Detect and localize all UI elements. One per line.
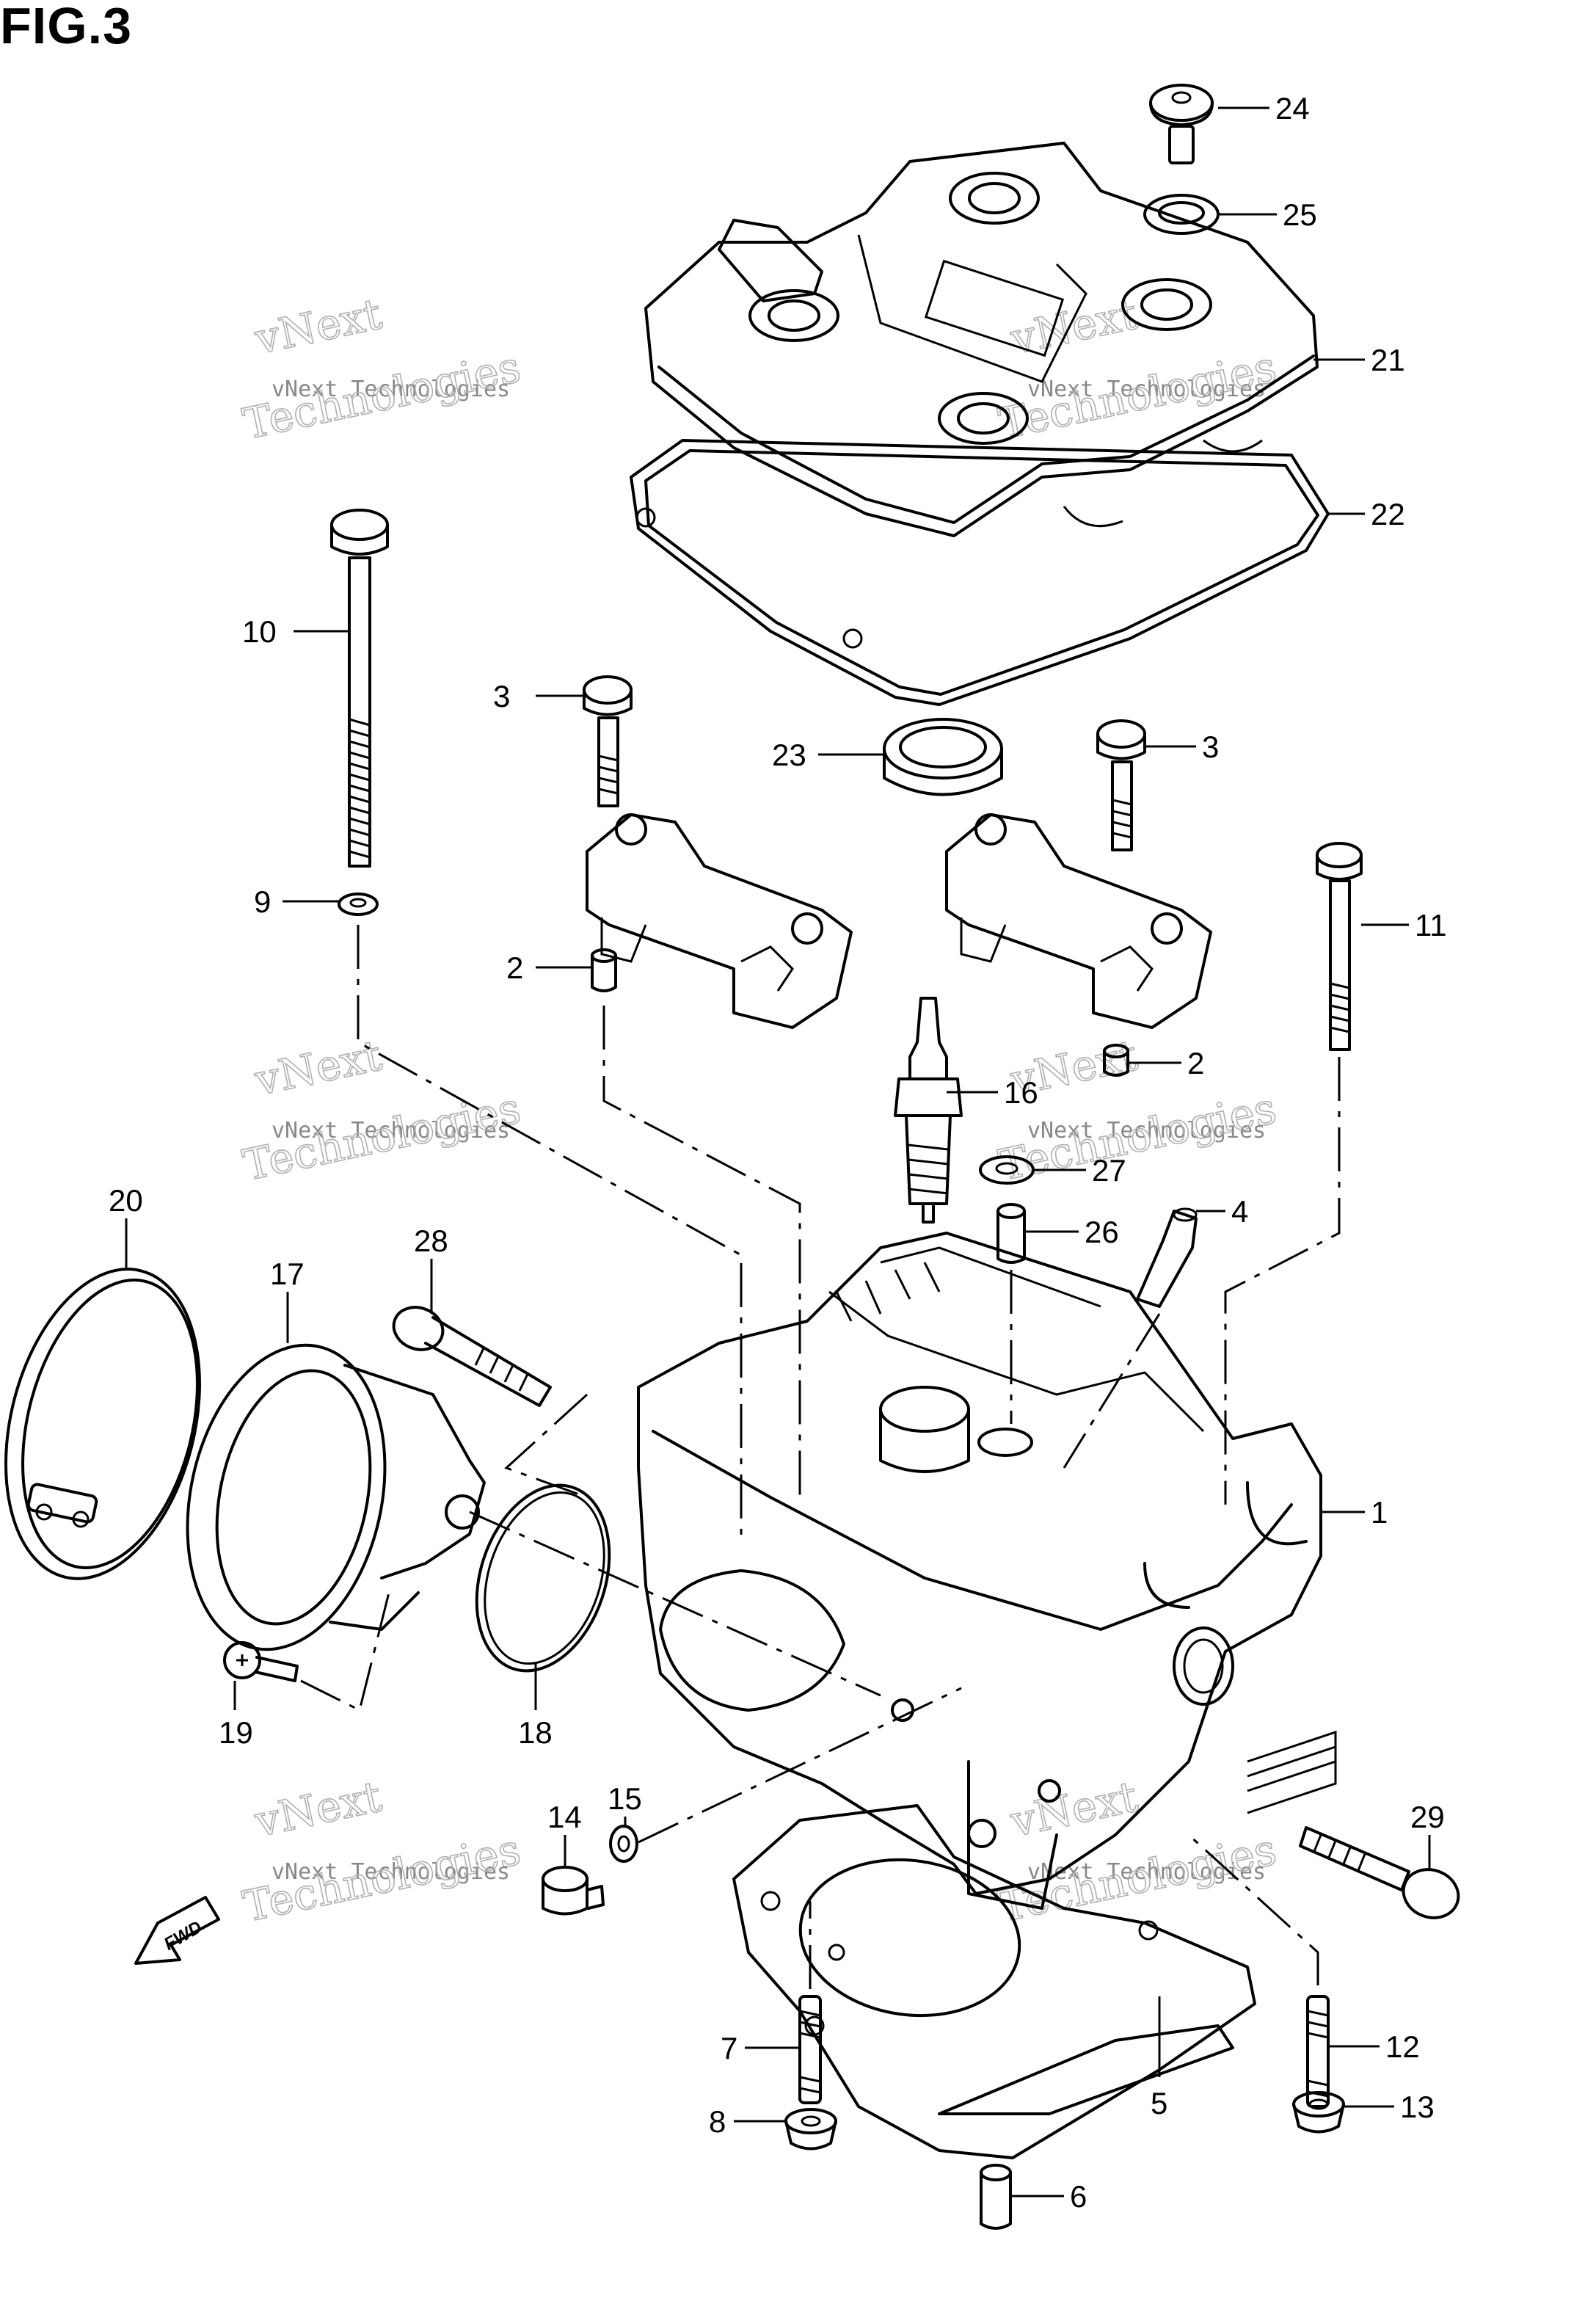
part-13-nut	[1292, 2091, 1345, 2134]
leader-lines	[125, 106, 1431, 2198]
callout-17: 17	[270, 1257, 305, 1291]
part-7-stud	[798, 1995, 822, 2104]
callout-4: 4	[1231, 1194, 1248, 1229]
watermark-line1: vNext	[1006, 1771, 1142, 1847]
callout-12: 12	[1385, 2029, 1420, 2064]
watermark-line2: vNext Technologies	[272, 377, 510, 402]
part-15-washer	[609, 1825, 638, 1863]
figure-title: FIG.3	[0, 0, 133, 54]
watermark-line1: vNext	[250, 1771, 386, 1847]
part-2-dowel-right	[1103, 1044, 1129, 1077]
callout-5: 5	[1151, 2086, 1167, 2120]
part-17-intake-pipe	[186, 1343, 486, 1651]
part-2-dowel-left	[591, 948, 617, 992]
part-20-clamp	[4, 1268, 201, 1580]
callout-11: 11	[1415, 908, 1447, 942]
callout-6: 6	[1070, 2179, 1087, 2214]
part-3-bolt-left	[583, 675, 633, 807]
part-3-bolt-right	[1096, 719, 1146, 851]
callout-10: 10	[242, 614, 277, 649]
part-11-bolt	[1316, 842, 1363, 1051]
camshaft-cap-right	[945, 813, 1212, 1029]
watermark-group-5: vNext vNext Technologies Technologies	[238, 1771, 525, 1933]
watermark-group-1: vNext vNext Technologies Technologies	[238, 288, 525, 450]
part-8-nut	[784, 2108, 837, 2151]
callout-3-left: 3	[493, 679, 510, 713]
callout-labels: 24 25 21 22 10 3 3 23 11 9 2 2 16 27 4 2…	[109, 91, 1447, 2214]
callout-3-right: 3	[1202, 730, 1219, 764]
part-18-o-ring	[475, 1483, 611, 1673]
callout-23: 23	[772, 738, 806, 772]
part-6-dowel	[980, 2164, 1012, 2230]
callout-2-left: 2	[506, 950, 523, 985]
callout-25: 25	[1283, 197, 1317, 232]
watermark-line2: vNext Technologies	[272, 1859, 510, 1885]
callout-18: 18	[518, 1715, 553, 1750]
callout-24: 24	[1275, 91, 1310, 126]
callout-1: 1	[1371, 1495, 1388, 1530]
alignment-lines	[300, 925, 1341, 1989]
part-1-cylinder-head	[637, 1232, 1337, 1910]
callout-27: 27	[1092, 1153, 1126, 1188]
callout-7: 7	[721, 2031, 737, 2065]
part-22-cover-gasket	[630, 439, 1330, 706]
part-23-seal	[883, 718, 1003, 796]
watermark-line1: vNext	[250, 1030, 386, 1105]
callout-28: 28	[414, 1224, 448, 1258]
callout-16: 16	[1004, 1075, 1038, 1110]
watermark-line2: vNext Technologies	[1027, 377, 1266, 402]
part-19-screw	[223, 1641, 299, 1682]
watermark-line1: vNext	[1006, 288, 1142, 364]
part-10-long-bolt	[330, 509, 389, 868]
watermark-line1: vNext	[250, 288, 386, 364]
part-14-flange-bolt	[542, 1866, 605, 1916]
fwd-label: FWD	[161, 1917, 205, 1955]
watermark-group-3: vNext vNext Technologies Technologies	[238, 1030, 525, 1191]
callout-26: 26	[1085, 1215, 1119, 1249]
callout-29: 29	[1410, 1800, 1445, 1834]
part-16-spark-plug	[894, 997, 963, 1224]
callout-9: 9	[254, 884, 271, 919]
part-4-guide	[1136, 1207, 1198, 1308]
part-21-head-cover	[644, 142, 1319, 537]
watermark-group-6: vNext vNext Technologies Technologies	[994, 1771, 1281, 1933]
watermark-line2: vNext Technologies	[272, 1118, 510, 1144]
part-9-washer	[338, 893, 379, 916]
callout-22: 22	[1371, 497, 1405, 531]
watermark-line2: vNext Technologies	[1027, 1118, 1266, 1144]
callout-8: 8	[709, 2104, 726, 2139]
part-24-cover-bolt	[1149, 84, 1214, 164]
fwd-arrow-icon: FWD	[134, 1896, 220, 1965]
callout-14: 14	[547, 1800, 582, 1834]
part-29-bolt	[1299, 1826, 1460, 1919]
callout-15: 15	[608, 1781, 642, 1816]
callout-2-right: 2	[1187, 1046, 1204, 1080]
callout-20: 20	[109, 1183, 143, 1218]
camshaft-cap-left	[586, 813, 853, 1029]
callout-19: 19	[219, 1715, 253, 1750]
callout-13: 13	[1400, 2090, 1435, 2124]
watermark-line2: vNext Technologies	[1027, 1859, 1266, 1885]
callout-21: 21	[1371, 343, 1405, 377]
part-28-bolt	[392, 1306, 552, 1407]
part-12-stud	[1306, 1995, 1330, 2108]
